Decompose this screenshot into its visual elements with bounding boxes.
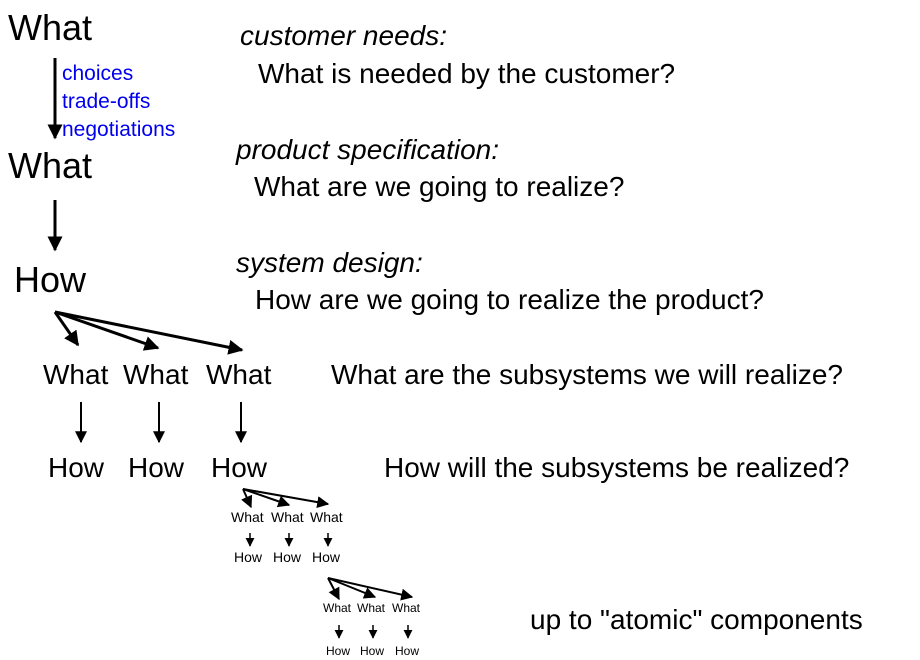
annotation-tradeoffs: trade-offs [62,89,151,113]
arrow-subsub2-fan-1 [327,577,340,601]
system-design-question: How are we going to realize the product? [255,284,764,315]
subsub2-how-2: How [360,644,385,658]
subsub1-what-3: What [310,509,343,525]
system-design-heading: system design: [236,247,423,278]
subsystem-what-3: What [206,359,272,390]
level-what-customer: What [8,7,93,48]
customer-needs-heading: customer needs: [240,20,447,51]
product-spec-question: What are we going to realize? [254,171,625,202]
subsub1-how-1: How [234,549,263,565]
subsystem-how-3: How [211,452,268,483]
level-what-spec: What [8,145,93,186]
subsub1-what-2: What [271,509,304,525]
arrow-subsub2-fan-2 [327,577,377,599]
customer-needs-question: What is needed by the customer? [258,58,676,89]
subsub1-how-2: How [273,549,302,565]
level-how-system: How [14,259,87,300]
annotation-negotiations: negotiations [62,117,176,141]
subsub2-what-2: What [357,601,386,615]
subsub1-what-1: What [231,509,264,525]
arrow-how-to-subsystem-what-3 [54,310,244,355]
arrow-subsub2-fan-3 [327,577,414,601]
subsystem-what-2: What [123,359,189,390]
subsub2-how-1: How [326,644,351,658]
arrow-how-to-subsystem-what-2 [54,310,160,351]
subsystem-how-2: How [128,452,185,483]
arrow-subsub1-fan-1 [241,488,253,509]
product-spec-heading: product specification: [236,134,500,165]
subsub2-how-3: How [395,644,420,658]
subsystem-how-1: How [48,452,105,483]
subsub1-how-3: How [312,549,341,565]
subsub2-what-1: What [323,601,352,615]
atomic-components-note: up to "atomic" components [530,604,863,635]
arrow-subsub1-fan-3 [242,488,330,509]
subsub2-what-3: What [392,601,421,615]
annotation-choices: choices [62,62,134,85]
subsystem-what-1: What [43,359,109,390]
subsystems-how-question: How will the subsystems be realized? [384,452,850,483]
arrow-subsub1-fan-2 [242,488,291,508]
subsystems-what-question: What are the subsystems we will realize? [331,359,843,390]
arrow-how-to-subsystem-what-1 [53,311,80,347]
tradeoff-annotations: choices trade-offs negotiations [62,60,175,144]
